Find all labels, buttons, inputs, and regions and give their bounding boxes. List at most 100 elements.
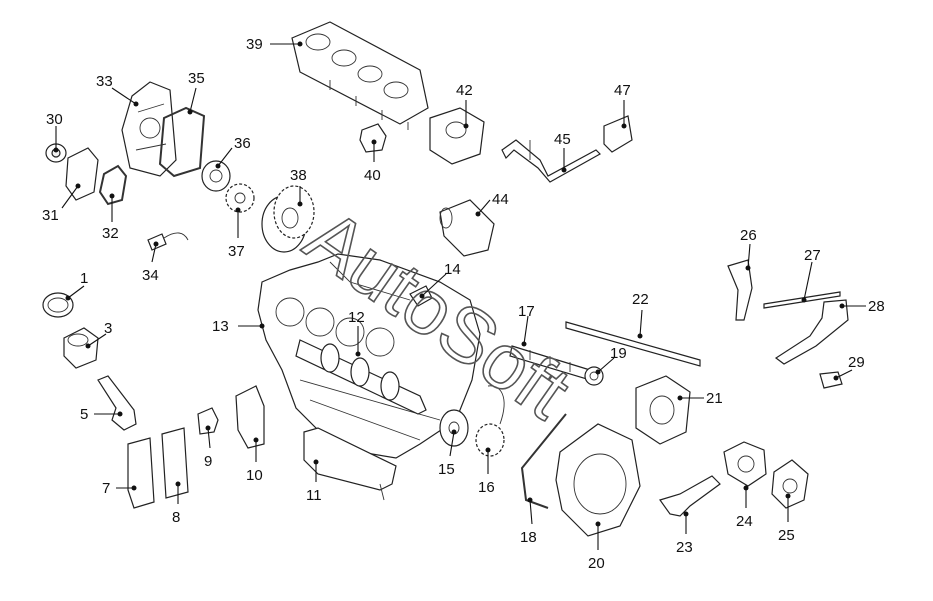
callout-label: 14	[444, 261, 461, 278]
part-28-pedal-arm	[774, 299, 849, 365]
callout-5: 5	[80, 406, 123, 423]
callout-label: 36	[234, 135, 251, 152]
callout-label: 34	[142, 267, 159, 284]
callout-label: 19	[610, 345, 627, 362]
callout-25: 25	[778, 493, 795, 544]
callout-12: 12	[348, 309, 365, 357]
part-38-gear	[261, 185, 315, 253]
part-31-bracket	[65, 147, 99, 201]
callout-label: 16	[478, 479, 495, 496]
callout-label: 24	[736, 513, 753, 530]
callout-label: 35	[188, 70, 205, 87]
callout-label: 5	[80, 406, 88, 423]
callout-label: 38	[290, 167, 307, 184]
callout-label: 31	[42, 207, 59, 224]
callout-label: 9	[204, 453, 212, 470]
part-44-starter	[439, 199, 495, 257]
callout-label: 28	[868, 298, 885, 315]
callout-label: 17	[518, 303, 535, 320]
part-21-cover	[635, 375, 691, 445]
part-45-pipe	[501, 139, 601, 183]
part-25-pump	[771, 459, 809, 509]
callout-22: 22	[632, 291, 649, 339]
part-5-conrod	[97, 375, 137, 431]
part-33-cover	[121, 81, 177, 177]
parts-layer	[42, 21, 849, 537]
callout-13: 13	[212, 318, 265, 335]
part-42-housing	[429, 107, 485, 165]
callout-21: 21	[677, 390, 723, 407]
callout-label: 3	[104, 320, 112, 337]
callout-35: 35	[187, 70, 205, 115]
part-32-gasket	[98, 164, 128, 206]
callout-23: 23	[676, 511, 693, 556]
part-29-pin	[819, 371, 843, 389]
callout-34: 34	[142, 241, 159, 284]
callout-label: 22	[632, 291, 649, 308]
callout-label: 40	[364, 167, 381, 184]
callout-24: 24	[736, 485, 753, 530]
callout-1: 1	[65, 270, 88, 301]
callout-11: 11	[306, 459, 322, 504]
callout-label: 21	[706, 390, 723, 407]
callout-label: 27	[804, 247, 821, 264]
part-47-bracket	[603, 115, 633, 153]
callout-15: 15	[438, 429, 457, 478]
callout-label: 1	[80, 270, 88, 287]
callout-label: 30	[46, 111, 63, 128]
callout-45: 45	[554, 131, 571, 173]
part-7-plate	[127, 437, 155, 509]
part-3-filter	[63, 327, 99, 369]
callout-27: 27	[801, 247, 821, 303]
callout-17: 17	[518, 303, 535, 347]
callout-label: 25	[778, 527, 795, 544]
callout-33: 33	[96, 73, 139, 107]
callout-label: 12	[348, 309, 365, 326]
part-23-hose	[659, 475, 721, 517]
callout-label: 11	[306, 487, 322, 504]
callout-label: 39	[246, 36, 263, 53]
part-34-sensor	[147, 232, 189, 251]
callout-label: 45	[554, 131, 571, 148]
callout-31: 31	[42, 183, 81, 224]
callout-26: 26	[740, 227, 757, 271]
callout-16: 16	[478, 447, 495, 496]
callout-40: 40	[364, 139, 381, 184]
callout-label: 18	[520, 529, 537, 546]
callout-label: 42	[456, 82, 473, 99]
callout-10: 10	[246, 437, 263, 484]
callout-47: 47	[614, 82, 631, 129]
callout-label: 23	[676, 539, 693, 556]
callouts-layer: 39 33 35 30 31 32 36 38	[42, 36, 885, 572]
callout-14: 14	[419, 261, 461, 299]
callout-38: 38	[290, 167, 307, 207]
part-37-sprocket	[225, 183, 255, 213]
callout-label: 32	[102, 225, 119, 242]
part-39-throttle-body	[291, 21, 429, 130]
part-22-shaft	[565, 321, 701, 367]
callout-30: 30	[46, 111, 63, 153]
part-1-oring	[42, 292, 74, 318]
callout-8: 8	[172, 481, 181, 526]
part-15-rotor	[439, 409, 469, 447]
callout-7: 7	[102, 480, 137, 497]
callout-39: 39	[246, 36, 303, 53]
part-16-stator	[475, 385, 505, 457]
callout-label: 13	[212, 318, 229, 335]
callout-18: 18	[520, 497, 537, 546]
part-40-bushing	[359, 123, 387, 153]
callout-label: 7	[102, 480, 110, 497]
callout-label: 29	[848, 354, 865, 371]
part-35-gasket	[158, 106, 206, 178]
callout-19: 19	[595, 345, 627, 375]
callout-label: 8	[172, 509, 180, 526]
part-20-generator-cover	[555, 423, 641, 537]
part-36-pulley	[201, 160, 231, 192]
part-10-bracket	[235, 385, 265, 449]
part-8-plate	[161, 427, 189, 499]
callout-29: 29	[833, 354, 865, 381]
callout-label: 15	[438, 461, 455, 478]
callout-36: 36	[215, 135, 251, 169]
callout-3: 3	[85, 320, 112, 349]
